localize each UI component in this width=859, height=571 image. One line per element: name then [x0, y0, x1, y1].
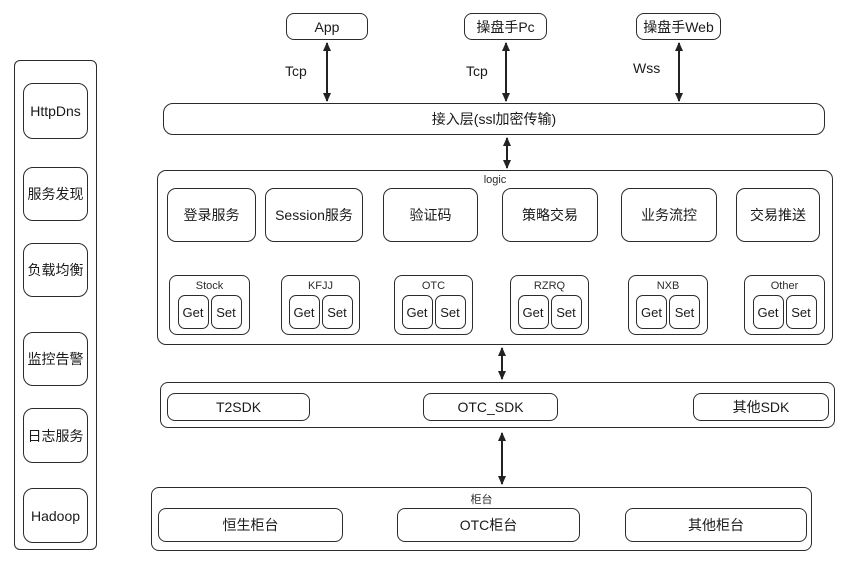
service-node-captcha: 验证码 [383, 188, 478, 242]
service-node-login: 登录服务 [167, 188, 256, 242]
set-label: Set [674, 304, 695, 320]
get-box: Get [288, 295, 320, 329]
module-group-label: Other [770, 280, 799, 292]
module-ops: Get Set [288, 295, 353, 329]
sidebar-item-label: 服务发现 [27, 186, 84, 202]
client-label: 操盘手Web [643, 18, 714, 35]
module-group-label: OTC [421, 280, 446, 292]
service-node-flow-control: 业务流控 [621, 188, 717, 242]
client-node-trader-web: 操盘手Web [636, 13, 721, 40]
service-node-strategy-trading: 策略交易 [502, 188, 598, 242]
sdk-node-t2sdk: T2SDK [167, 393, 310, 421]
module-ops: Get Set [177, 295, 242, 329]
module-group-rzrq: RZRQ Get Set [510, 275, 589, 335]
protocol-label-tcp-pc: Tcp [466, 63, 488, 79]
module-group-kfjj: KFJJ Get Set [281, 275, 360, 335]
get-box: Get [752, 295, 784, 329]
sdk-label: 其他SDK [732, 399, 790, 415]
module-group-nxb: NXB Get Set [628, 275, 708, 335]
sidebar-item-httpdns: HttpDns [23, 83, 88, 139]
module-group-stock: Stock Get Set [169, 275, 250, 335]
sidebar-item-service-discovery: 服务发现 [23, 167, 88, 221]
protocol-label-wss-web: Wss [633, 60, 661, 76]
get-label: Get [757, 304, 779, 320]
get-label: Get [641, 304, 662, 320]
sidebar-item-label: 日志服务 [27, 427, 84, 444]
counter-node-otc: OTC柜台 [397, 508, 580, 542]
sdk-node-otc-sdk: OTC_SDK [423, 393, 558, 421]
module-ops: Get Set [517, 295, 582, 329]
sidebar-item-label: Hadoop [30, 507, 81, 524]
service-label: Session服务 [275, 207, 353, 223]
sidebar-item-label: 负载均衡 [27, 262, 84, 278]
get-label: Get [406, 304, 428, 320]
set-box: Set [669, 295, 700, 329]
service-label: 业务流控 [641, 207, 697, 223]
module-group-otc: OTC Get Set [394, 275, 473, 335]
counter-label: OTC柜台 [459, 517, 518, 533]
sdk-label: T2SDK [215, 399, 262, 415]
sdk-node-other-sdk: 其他SDK [693, 393, 829, 421]
module-group-label: NXB [656, 280, 680, 292]
access-layer-bar: 接入层(ssl加密传输) [163, 103, 825, 135]
arrow-app-access [326, 43, 328, 101]
sidebar-item-label: HttpDns [30, 103, 81, 119]
sidebar-item-hadoop: Hadoop [23, 488, 88, 543]
sdk-label: OTC_SDK [457, 399, 524, 415]
arrow-access-logic [506, 138, 508, 168]
service-node-trade-push: 交易推送 [736, 188, 820, 242]
counter-layer-label: 柜台 [470, 494, 493, 506]
client-node-app: App [286, 13, 368, 40]
service-label: 验证码 [409, 207, 452, 223]
get-box: Get [401, 295, 433, 329]
arrow-logic-sdk [501, 348, 503, 379]
get-box: Get [636, 295, 667, 329]
protocol-label-tcp-app: Tcp [285, 63, 307, 79]
set-label: Set [327, 304, 347, 320]
arrow-sdk-counter [501, 433, 503, 484]
sidebar-item-load-balancing: 负载均衡 [23, 243, 88, 297]
counter-label: 恒生柜台 [222, 517, 279, 533]
set-label: Set [440, 304, 460, 320]
arrow-pc-access [505, 43, 507, 101]
sidebar-panel [14, 60, 97, 550]
logic-layer-panel: logic [157, 170, 833, 345]
module-group-label: KFJJ [307, 280, 334, 292]
arrow-web-access [678, 43, 680, 101]
set-label: Set [556, 304, 576, 320]
logic-layer-label: logic [483, 174, 507, 186]
module-ops: Get Set [752, 295, 817, 329]
get-label: Get [293, 304, 315, 320]
client-node-trader-pc: 操盘手Pc [464, 13, 547, 40]
module-group-label: Stock [195, 280, 224, 292]
module-group-label: RZRQ [533, 280, 566, 292]
set-box: Set [434, 295, 466, 329]
service-label: 登录服务 [183, 207, 240, 223]
service-label: 策略交易 [522, 207, 578, 223]
service-node-session: Session服务 [265, 188, 363, 242]
sidebar-item-monitor-alert: 监控告警 [23, 332, 88, 386]
service-label: 交易推送 [750, 207, 806, 223]
get-box: Get [177, 295, 209, 329]
sidebar-item-log-service: 日志服务 [23, 408, 88, 463]
set-label: Set [216, 304, 236, 320]
get-label: Get [182, 304, 204, 320]
client-label: App [314, 18, 340, 35]
counter-node-other: 其他柜台 [625, 508, 807, 542]
counter-label: 其他柜台 [688, 517, 744, 533]
set-box: Set [210, 295, 242, 329]
set-box: Set [321, 295, 353, 329]
set-label: Set [791, 304, 811, 320]
set-box: Set [785, 295, 817, 329]
access-layer-label: 接入层(ssl加密传输) [431, 111, 557, 127]
client-label: 操盘手Pc [476, 18, 535, 35]
get-label: Get [522, 304, 544, 320]
counter-node-hundsun: 恒生柜台 [158, 508, 343, 542]
module-ops: Get Set [636, 295, 700, 329]
module-group-other: Other Get Set [744, 275, 825, 335]
module-ops: Get Set [401, 295, 466, 329]
get-box: Get [517, 295, 549, 329]
sidebar-item-label: 监控告警 [27, 351, 84, 367]
set-box: Set [550, 295, 582, 329]
